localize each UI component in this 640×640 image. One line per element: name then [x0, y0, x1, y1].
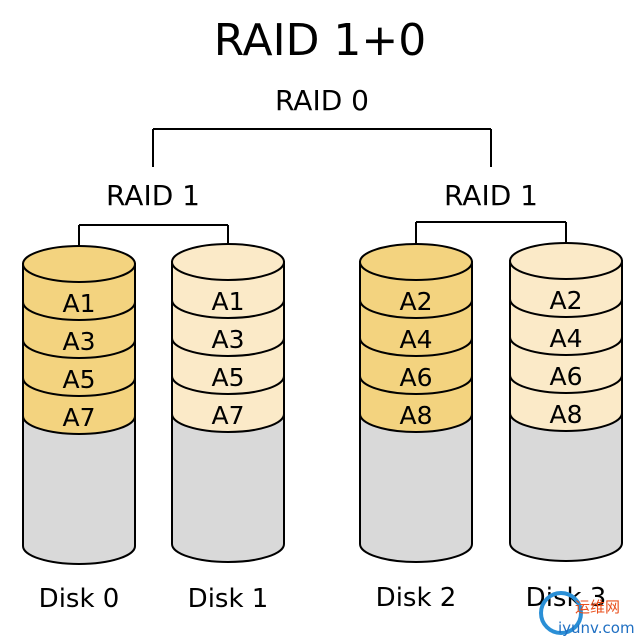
block-label: A2 [399, 287, 432, 316]
block-label: A6 [399, 363, 432, 392]
disk-top [22, 245, 136, 283]
block-label: A7 [211, 401, 244, 430]
block-label: A4 [549, 324, 582, 353]
block-label: A7 [62, 403, 95, 432]
raid1-label-right: RAID 1 [444, 179, 538, 212]
disk-empty-space [509, 412, 623, 562]
block-label: A4 [399, 325, 432, 354]
watermark-line1: 运维网 [575, 598, 620, 616]
block-label: A5 [62, 365, 95, 394]
block-label: A3 [62, 327, 95, 356]
block-label: A8 [399, 401, 432, 430]
block-label: A2 [549, 286, 582, 315]
disk-top [171, 243, 285, 281]
disk-empty-space [171, 413, 285, 563]
block-label: A1 [211, 287, 244, 316]
watermark-line2: iyunv.com [558, 619, 635, 637]
disk-name-label: Disk 0 [39, 584, 120, 614]
block-label: A3 [211, 325, 244, 354]
disk-name-label: Disk 2 [376, 583, 457, 613]
disk-top [509, 242, 623, 280]
site-watermark: 运维网 iyunv.com [539, 591, 635, 637]
raid0-label: RAID 0 [275, 84, 369, 117]
block-label: A1 [62, 289, 95, 318]
disk-top [359, 243, 473, 281]
raid1-label-left: RAID 1 [106, 179, 200, 212]
disk-empty-space [22, 415, 136, 565]
disk-name-label: Disk 1 [188, 584, 269, 614]
block-label: A5 [211, 363, 244, 392]
diagram-title: RAID 1+0 [214, 15, 427, 66]
raid0-bracket [152, 128, 492, 167]
watermark-logo-icon [539, 591, 583, 635]
block-label: A6 [549, 362, 582, 391]
disk-name-label: Disk 3 [526, 583, 607, 613]
block-label: A8 [549, 400, 582, 429]
disk-empty-space [359, 413, 473, 563]
